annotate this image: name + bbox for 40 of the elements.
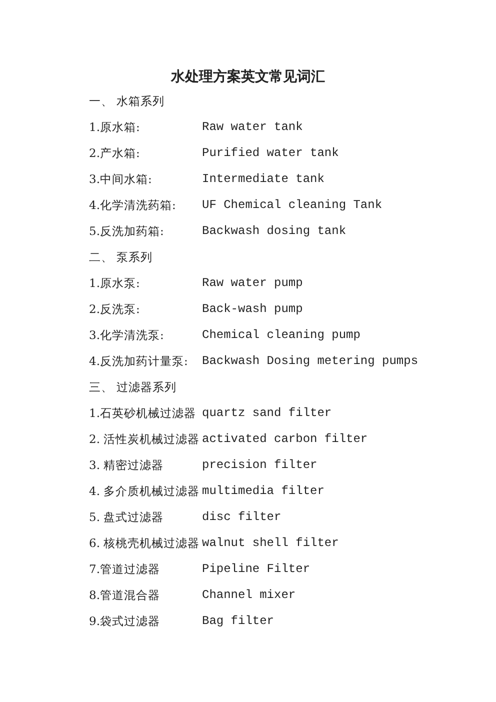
- english-term: Channel mixer: [202, 587, 296, 603]
- chinese-term: 3.中间水箱:: [89, 171, 152, 187]
- english-term: activated carbon filter: [202, 431, 368, 447]
- english-term: Raw water pump: [202, 275, 303, 291]
- chinese-term: 4.反洗加药计量泵:: [89, 353, 188, 369]
- english-term: Backwash Dosing metering pumps: [202, 353, 418, 369]
- chinese-term: 5. 盘式过滤器: [89, 509, 164, 525]
- chinese-term: 8.管道混合器: [89, 587, 160, 603]
- english-term: quartz sand filter: [202, 405, 332, 421]
- chinese-term: 1.原水箱:: [89, 119, 140, 135]
- chinese-term: 4.化学清洗药箱:: [89, 197, 176, 213]
- english-term: walnut shell filter: [202, 535, 339, 551]
- english-term: Intermediate tank: [202, 171, 324, 187]
- section-heading: 二、 泵系列: [89, 249, 153, 265]
- chinese-term: 5.反洗加药箱:: [89, 223, 164, 239]
- chinese-term: 1.石英砂机械过滤器: [89, 405, 196, 421]
- chinese-term: 3.化学清洗泵:: [89, 327, 164, 343]
- chinese-term: 4. 多介质机械过滤器: [89, 483, 200, 499]
- section-heading: 三、 过滤器系列: [89, 379, 177, 395]
- chinese-term: 7.管道过滤器: [89, 561, 160, 577]
- english-term: Chemical cleaning pump: [202, 327, 360, 343]
- english-term: UF Chemical cleaning Tank: [202, 197, 382, 213]
- chinese-term: 2. 活性炭机械过滤器: [89, 431, 200, 447]
- title: 水处理方案英文常见词汇: [171, 69, 325, 85]
- chinese-term: 6. 核桃壳机械过滤器: [89, 535, 200, 551]
- chinese-term: 2.反洗泵:: [89, 301, 140, 317]
- english-term: Bag filter: [202, 613, 274, 629]
- english-term: multimedia filter: [202, 483, 324, 499]
- chinese-term: 3. 精密过滤器: [89, 457, 164, 473]
- chinese-term: 2.产水箱:: [89, 145, 140, 161]
- english-term: Back-wash pump: [202, 301, 303, 317]
- chinese-term: 9.袋式过滤器: [89, 613, 160, 629]
- chinese-term: 1.原水泵:: [89, 275, 140, 291]
- english-term: Pipeline Filter: [202, 561, 310, 577]
- english-term: disc filter: [202, 509, 282, 525]
- section-heading: 一、 水箱系列: [89, 93, 165, 109]
- english-term: Raw water tank: [202, 119, 303, 135]
- english-term: precision filter: [202, 457, 318, 473]
- english-term: Backwash dosing tank: [202, 223, 346, 239]
- english-term: Purified water tank: [202, 145, 339, 161]
